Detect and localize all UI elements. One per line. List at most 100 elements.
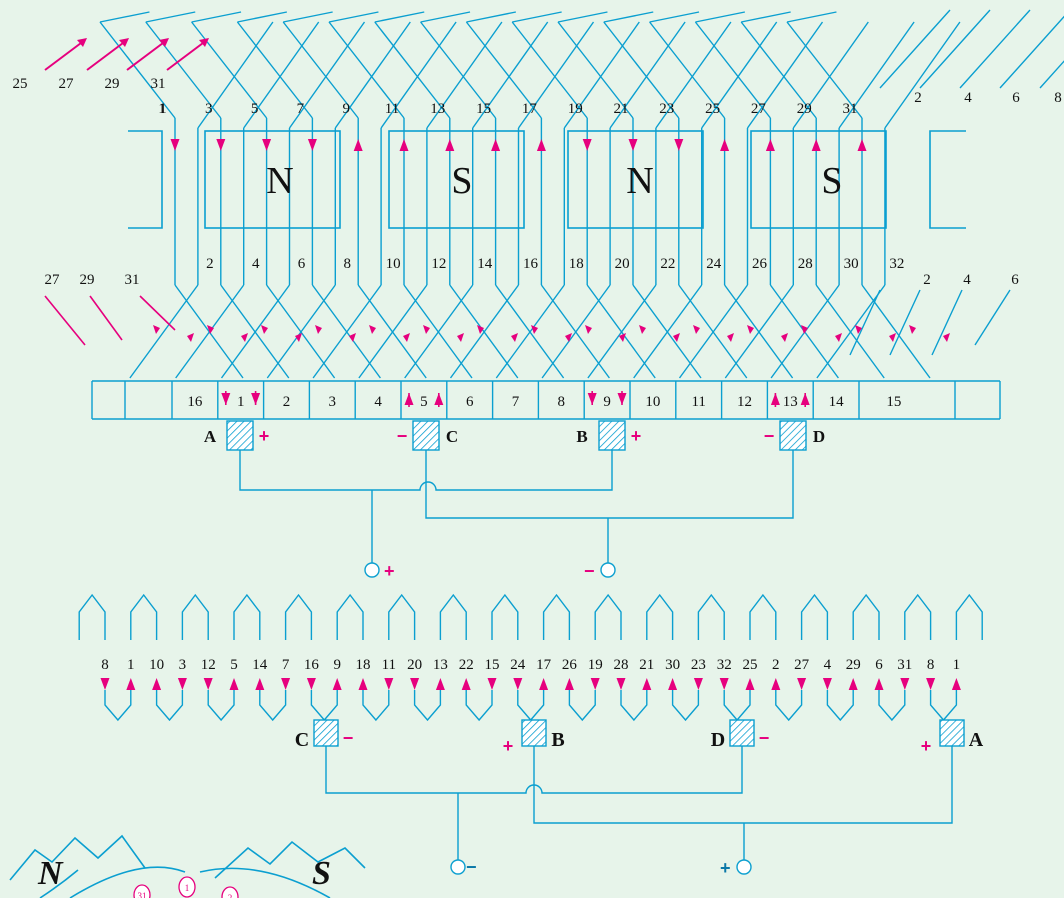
- bottom-conductor-label: 4: [252, 256, 260, 272]
- brush-b: B+: [576, 420, 642, 451]
- sequence-current-arrow: [306, 678, 316, 690]
- sequence-label: 7: [282, 657, 290, 673]
- commutator-current-arrow: [800, 393, 810, 407]
- top-conductor-label: 13: [430, 101, 445, 117]
- end-connection-arrow: [477, 325, 484, 334]
- top-conductor-label: 9: [342, 101, 350, 117]
- right-overflow-label: 2: [914, 90, 922, 106]
- bottom-conductor-label: 6: [298, 256, 306, 272]
- ring-pole-label-n: N: [37, 855, 64, 892]
- conductor-current-arrow: [262, 139, 272, 151]
- brush-sign: +: [631, 426, 642, 446]
- brush-label: C: [295, 729, 309, 751]
- end-connection-arrow: [835, 333, 842, 342]
- conductor-current-arrow: [399, 139, 409, 151]
- pole-label-3: N: [626, 160, 653, 202]
- sequence-label: 25: [743, 657, 758, 673]
- sequence-label: 32: [717, 657, 732, 673]
- top-conductor-label: 23: [659, 101, 674, 117]
- right-lower-overflow-label: 6: [1011, 272, 1019, 288]
- pole-box-3: [567, 130, 704, 229]
- right-partial-pole: [929, 130, 966, 229]
- conductor-current-arrow: [445, 139, 455, 151]
- bottom-conductor-label: 30: [844, 256, 859, 272]
- sequence-label: 31: [897, 657, 912, 673]
- top-conductor-label: 15: [476, 101, 491, 117]
- conductor-current-arrow: [628, 139, 638, 151]
- end-connection-arrow: [187, 333, 194, 342]
- sequence-current-arrow: [152, 678, 162, 690]
- end-connection-arrow: [801, 325, 808, 334]
- left-overflow-label: 29: [105, 76, 120, 92]
- commutator-segment-label: 9: [603, 394, 611, 410]
- brush-a: A+: [204, 420, 269, 451]
- commutator-segment-label: 2: [283, 394, 291, 410]
- pole-label-2: S: [451, 160, 472, 202]
- top-conductor-label: 27: [751, 101, 767, 117]
- commutator-current-arrow: [587, 391, 597, 405]
- sequence-current-arrow: [100, 678, 110, 690]
- commutator-segment-label: 8: [558, 394, 566, 410]
- sequence-label: 2: [772, 657, 780, 673]
- top-conductor-label: 7: [297, 101, 305, 117]
- sequence-label: 5: [230, 657, 238, 673]
- commutator-segment-label: 7: [512, 394, 520, 410]
- sequence-current-arrow: [745, 678, 755, 690]
- conductor-current-arrow: [720, 139, 730, 151]
- right-lower-overflow-label: 2: [923, 272, 931, 288]
- pole-box-4: [750, 130, 887, 229]
- commutator-segment-label: 15: [886, 394, 901, 410]
- end-connection-arrow: [747, 325, 754, 334]
- sequence-label: 26: [562, 657, 578, 673]
- end-connection-arrow: [889, 333, 896, 342]
- sequence-current-arrow: [384, 678, 394, 690]
- top-positive-terminal-sign: +: [384, 561, 395, 581]
- brush-label: B: [576, 427, 587, 446]
- top-conductor-label: 19: [568, 101, 583, 117]
- top-conductor-label: 3: [205, 101, 213, 117]
- sequence-label: 16: [304, 657, 320, 673]
- end-connection-arrow: [457, 333, 464, 342]
- brush-c: C−: [295, 719, 353, 751]
- sequence-label: 13: [433, 657, 448, 673]
- commutator-current-arrow: [770, 393, 780, 407]
- sequence-label: 29: [846, 657, 861, 673]
- commutator-current-arrow: [221, 391, 231, 405]
- bottom-conductor-label: 14: [477, 256, 493, 272]
- end-connection-arrow: [295, 333, 302, 342]
- bottom-conductor-label: 26: [752, 256, 768, 272]
- brush-sign: −: [759, 728, 770, 748]
- end-connection-arrow: [153, 325, 160, 334]
- bottom-conductor-label: 10: [386, 256, 401, 272]
- sequence-label: 12: [201, 657, 216, 673]
- sequence-label: 10: [149, 657, 164, 673]
- commutator-current-arrow: [617, 391, 627, 405]
- sequence-label: 17: [536, 657, 552, 673]
- sequence-current-arrow: [719, 678, 729, 690]
- end-connection-arrow: [855, 325, 862, 334]
- right-overflow-label: 6: [1012, 90, 1020, 106]
- conductor-current-arrow: [811, 139, 821, 151]
- sequence-current-arrow: [616, 678, 626, 690]
- sequence-current-arrow: [513, 678, 523, 690]
- brush-label: A: [204, 427, 217, 446]
- top-external-circuit: [239, 450, 794, 578]
- sequence-current-arrow: [539, 678, 549, 690]
- top-conductor-label: 25: [705, 101, 720, 117]
- brush-d: −D: [764, 420, 825, 451]
- sequence-label: 8: [927, 657, 935, 673]
- developed-sequence-arrows: [100, 678, 961, 690]
- brush-label: A: [969, 729, 984, 751]
- commutator-segment-label: 11: [691, 394, 705, 410]
- top-current-arrows: [44, 38, 950, 346]
- left-lower-overflow-label: 29: [80, 272, 95, 288]
- left-overflow-label: 31: [151, 76, 166, 92]
- sequence-current-arrow: [410, 678, 420, 690]
- sequence-current-arrow: [461, 678, 471, 690]
- first-conductor-label: 1: [158, 101, 166, 117]
- top-conductor-label: 17: [522, 101, 538, 117]
- bottom-conductor-label: 12: [431, 256, 446, 272]
